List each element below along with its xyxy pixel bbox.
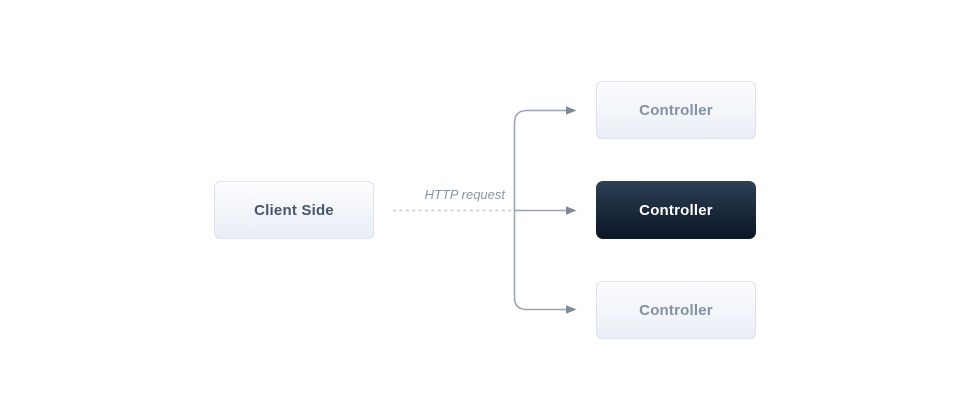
http-request-label: HTTP request (424, 187, 505, 202)
controller-middle-label: Controller (639, 201, 713, 219)
arrowhead-top-icon (566, 106, 577, 115)
controller-box-middle-active: Controller (596, 181, 756, 239)
client-side-label: Client Side (254, 201, 334, 219)
branch-trunk-line (513, 109, 567, 311)
client-side-box: Client Side (214, 181, 374, 239)
arrowhead-middle-icon (566, 206, 577, 215)
controller-box-top: Controller (596, 81, 756, 139)
arrowhead-bottom-icon (566, 305, 577, 314)
controller-bottom-label: Controller (639, 301, 713, 319)
controller-box-bottom: Controller (596, 281, 756, 339)
controller-top-label: Controller (639, 101, 713, 119)
